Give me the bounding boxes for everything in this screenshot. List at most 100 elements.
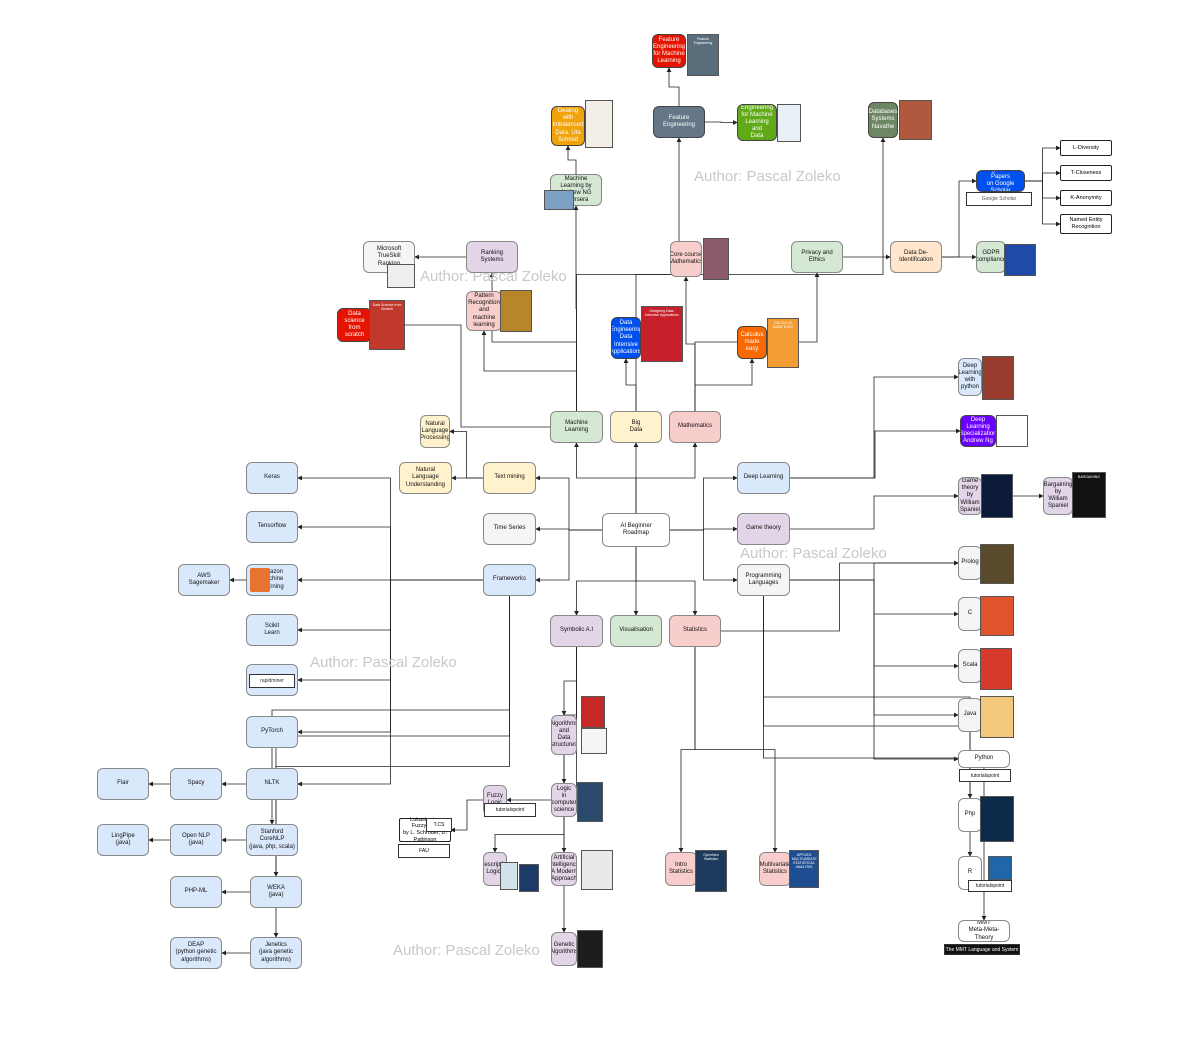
node-spacy[interactable]: Spacy — [170, 768, 222, 800]
node-label: MMT Meta-Meta-Theory — [968, 920, 1000, 941]
node-frameworks[interactable]: Frameworks — [483, 564, 536, 596]
node-phpml[interactable]: PHP-ML — [170, 876, 222, 908]
book-cover-gt_book — [981, 474, 1013, 518]
node-scala[interactable]: Scala — [958, 649, 982, 683]
node-label: Privacy and Ethics — [801, 249, 833, 263]
node-pattern[interactable]: Pattern Recognition and machine learning — [466, 291, 502, 331]
connector-proglang-r — [763, 596, 973, 857]
node-math[interactable]: Mathematics — [669, 411, 721, 443]
node-flair[interactable]: Flair — [97, 768, 149, 800]
node-ldiv[interactable]: L-Diversity — [1060, 140, 1112, 156]
book-cover-descr_logic — [500, 862, 518, 890]
node-c[interactable]: C — [958, 597, 982, 631]
node-label: Time Series — [493, 525, 526, 532]
node-scholar[interactable]: Algorithms Papers on Google Scholar — [976, 170, 1025, 192]
node-prolog[interactable]: Prolog — [958, 546, 982, 580]
node-intro_stats[interactable]: Intro Statistics — [665, 852, 697, 886]
connector-center-timeseries — [535, 526, 602, 532]
node-opennlp[interactable]: Open NLP (java) — [170, 824, 222, 856]
connector-frameworks-jenetics — [273, 596, 510, 938]
book-cover-scala — [980, 648, 1012, 690]
node-keras[interactable]: Keras — [246, 462, 298, 494]
node-label: Genetic Algorithms — [551, 941, 577, 955]
node-algos[interactable]: Algorithms and Data structures — [551, 715, 577, 755]
node-weka[interactable]: WEKA (java) — [250, 876, 302, 908]
node-gt_book[interactable]: Game theory by William Spaniel — [958, 477, 982, 515]
node-label: AWS Sagemaker — [188, 572, 220, 586]
book-cover-genetic — [577, 930, 603, 968]
logo-fau: FAU — [398, 844, 450, 858]
node-nltk[interactable]: NLTK — [246, 768, 298, 800]
node-imbalanced[interactable]: Dealing with Imbalanced Data. Uta Schmid — [551, 106, 585, 146]
node-java[interactable]: Java — [958, 698, 982, 732]
node-label: Algorithms and Data structures — [551, 720, 577, 749]
node-bargaining[interactable]: Bargaining by William Spaniel — [1043, 477, 1073, 515]
node-timeseries[interactable]: Time Series — [483, 513, 536, 545]
node-mmt[interactable]: MMT Meta-Meta-Theory — [958, 920, 1010, 942]
node-ds_scratch[interactable]: Data science from scratch — [337, 308, 372, 342]
node-featureeng[interactable]: Feature Engineering — [653, 106, 705, 138]
connector-proglang-prolog — [790, 560, 959, 581]
connector-scholar-tclose — [1025, 170, 1061, 182]
node-core_math[interactable]: Core course Mathematics — [670, 241, 702, 277]
node-label: Jenetics (java genetic algorithms) — [258, 942, 294, 963]
node-ner[interactable]: Named Entity Recognition — [1060, 214, 1112, 234]
node-jenetics[interactable]: Jenetics (java genetic algorithms) — [250, 937, 302, 969]
book-cover-imbalanced — [585, 100, 613, 148]
node-sagemaker[interactable]: AWS Sagemaker — [178, 564, 230, 596]
connector-statistics-intro_stats — [678, 647, 696, 853]
node-nlu[interactable]: Natural Language Understanding — [399, 462, 452, 494]
node-logic[interactable]: Logic in computer science — [551, 783, 577, 817]
node-ml[interactable]: Machine Learning — [550, 411, 603, 443]
node-label: Open NLP (java) — [181, 832, 211, 846]
node-label: Mathematics — [677, 423, 712, 430]
node-lingpipe[interactable]: LingPipe (java) — [97, 824, 149, 856]
node-python[interactable]: Python — [958, 750, 1010, 768]
node-statistics[interactable]: Statistics — [669, 615, 721, 647]
node-php[interactable]: Php — [958, 798, 982, 832]
node-gametheory[interactable]: Game theory — [737, 513, 790, 545]
node-deap[interactable]: DEAP (python genetic algorithms) — [170, 937, 222, 969]
connector-deeplearning-dl_python — [790, 374, 959, 479]
node-symbolic[interactable]: Symbolic A.I — [550, 615, 603, 647]
node-proglang[interactable]: Programming Languages — [737, 564, 790, 596]
node-stanford[interactable]: Stanford CoreNLP (java, php, scala) — [246, 824, 298, 856]
node-center[interactable]: AI Beginner Roadmap — [602, 513, 670, 547]
node-tensorflow[interactable]: Tensorflow — [246, 511, 298, 543]
node-textmining[interactable]: Text mining — [483, 462, 536, 494]
author-watermark: Author: Pascal Zoleko — [740, 545, 887, 562]
connector-center-textmining — [535, 475, 602, 531]
node-fe_ml_da[interactable]: Feature Engineering for Machine Learning… — [737, 104, 777, 141]
node-kanon[interactable]: K-Anonymity — [1060, 190, 1112, 206]
node-ranking[interactable]: Ranking Systems — [466, 241, 518, 273]
node-multivariate[interactable]: Multivariate Statistics — [759, 852, 791, 886]
node-label: Programming Languages — [745, 572, 782, 586]
node-genetic[interactable]: Genetic Algorithms — [551, 932, 577, 966]
node-gdpr[interactable]: GDPR compliance — [976, 241, 1006, 273]
node-label: Stanford CoreNLP (java, php, scala) — [249, 829, 295, 850]
node-fe_ml[interactable]: Feature Engineering for Machine Learning — [652, 34, 686, 68]
node-dl_python[interactable]: Deep Learning with python — [958, 358, 982, 396]
book-cover-ds_scratch: Data Science from Scratch — [369, 300, 405, 350]
node-calculus[interactable]: Calculus made easy — [737, 326, 767, 359]
node-nlp[interactable]: Natural Language Processing — [420, 415, 450, 448]
node-scikit[interactable]: Scikit Learn — [246, 614, 298, 646]
node-bigdata[interactable]: Big Data — [610, 411, 662, 443]
node-deeplearning[interactable]: Deep Learning — [737, 462, 790, 494]
node-deident[interactable]: Data De- Identification — [890, 241, 942, 273]
node-tclose[interactable]: T-Closeness — [1060, 165, 1112, 181]
node-label: Artificial Intelligence A Modern Approac… — [551, 854, 577, 883]
node-data_intensive[interactable]: Data Engineering Data Intensive Applicat… — [611, 317, 641, 359]
book-cover-prolog — [980, 544, 1014, 584]
connector-statistics-multivariate — [694, 647, 778, 853]
node-visualisation[interactable]: Visualisation — [610, 615, 662, 647]
node-pytorch[interactable]: PyTorch — [246, 716, 298, 748]
node-label: Scala — [962, 662, 978, 669]
node-privacy[interactable]: Privacy and Ethics — [791, 241, 843, 273]
author-watermark: Author: Pascal Zoleko — [393, 942, 540, 959]
logo-tutorialspoint: tutorialspoint — [968, 880, 1012, 892]
node-databases[interactable]: Databases Systems Navathe — [868, 102, 898, 138]
node-dl_spec[interactable]: Deep Learning Specialization Andrew Ng — [960, 415, 996, 447]
node-aima[interactable]: Artificial Intelligence A Modern Approac… — [551, 852, 577, 886]
